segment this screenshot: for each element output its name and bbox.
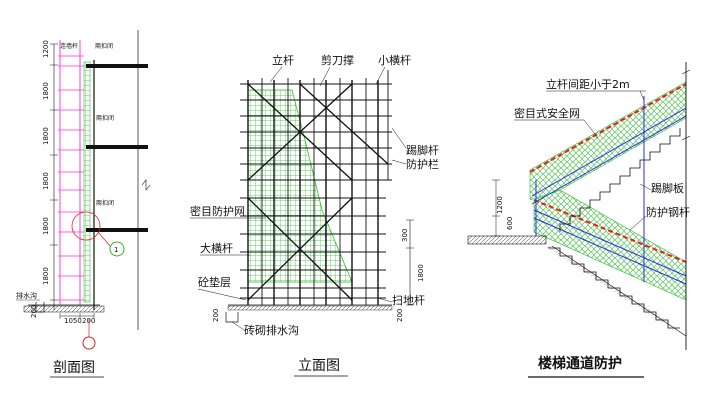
elevation-uprights	[247, 80, 379, 305]
dim-1800-b: 1800	[42, 127, 50, 145]
dim-1800-c: 1800	[42, 172, 50, 190]
stair-flight-upper	[559, 128, 681, 232]
stair-caption: 楼梯通道防护	[538, 355, 622, 372]
elevation-caption: 立面图	[298, 358, 340, 374]
label-small-bar: 小横杆	[378, 53, 411, 67]
label-spacing: 立杆间距小于2m	[546, 77, 630, 91]
label-toe-board: 踢脚板	[651, 181, 684, 195]
stair-upper-net	[529, 81, 687, 201]
elevation-view: 立杆 剪刀撑 小横杆 踢脚杆 防护栏 密目防护网 大横杆 砼垫层 扫地杆 砖砌排…	[190, 53, 439, 377]
dim-200-side: 200	[30, 305, 38, 318]
section-label-clamp-low: 兩扣闭	[96, 199, 114, 207]
dim-1800-a: 1800	[42, 82, 50, 100]
dim-200-right: 200	[396, 309, 404, 322]
section-label-clamp-mid: 兩扣闭	[96, 114, 114, 122]
detail-number: 1	[114, 246, 118, 254]
dim-1050: 1050	[64, 317, 82, 325]
dim-600-stair: 600	[506, 217, 514, 230]
dim-1800-e: 1800	[42, 267, 50, 285]
stair-guard-rails	[531, 96, 687, 285]
dim-1200: 1200	[42, 40, 50, 58]
label-drain: 砖砌排水沟	[244, 323, 299, 337]
label-upright: 立杆	[272, 53, 294, 67]
label-pad: 砼垫层	[198, 275, 231, 289]
section-ledgers	[58, 55, 84, 301]
section-caption: 剖面图	[53, 360, 95, 376]
dim-1800-d: 1800	[42, 217, 50, 235]
label-guard-bar: 防护钢杆	[646, 205, 690, 219]
section-view: 1200 1800 1800 1800 1800 1800	[16, 30, 151, 378]
section-vertical-dims: 1200 1800 1800 1800 1800 1800	[42, 40, 58, 301]
dim-1800: 1800	[417, 264, 425, 282]
label-scissor: 剪刀撑	[321, 53, 354, 67]
dim-1200-stair: 1200	[496, 196, 504, 214]
section-label-clamp-top: 兩扣闭	[95, 42, 113, 50]
stair-view: 1200 600 立杆间距小于2m 密目式安全网 踢脚板 防护钢杆 楼梯通道防护	[467, 62, 691, 378]
section-label-tie: 连墙杆	[60, 42, 78, 50]
label-guard-bar: 防护栏	[406, 157, 439, 171]
dim-200-left: 200	[212, 309, 220, 322]
label-toe-bar: 踢脚杆	[406, 143, 439, 157]
elevation-scissor-braces	[247, 83, 389, 301]
label-big-bar: 大横杆	[200, 241, 233, 255]
label-sweep: 扫地杆	[392, 293, 425, 307]
label-mesh: 密目防护网	[190, 204, 245, 218]
dim-300: 300	[401, 229, 409, 242]
elevation-ledgers	[240, 83, 392, 299]
label-net: 密目式安全网	[514, 106, 580, 120]
section-drain-label: 排水沟	[16, 291, 37, 300]
